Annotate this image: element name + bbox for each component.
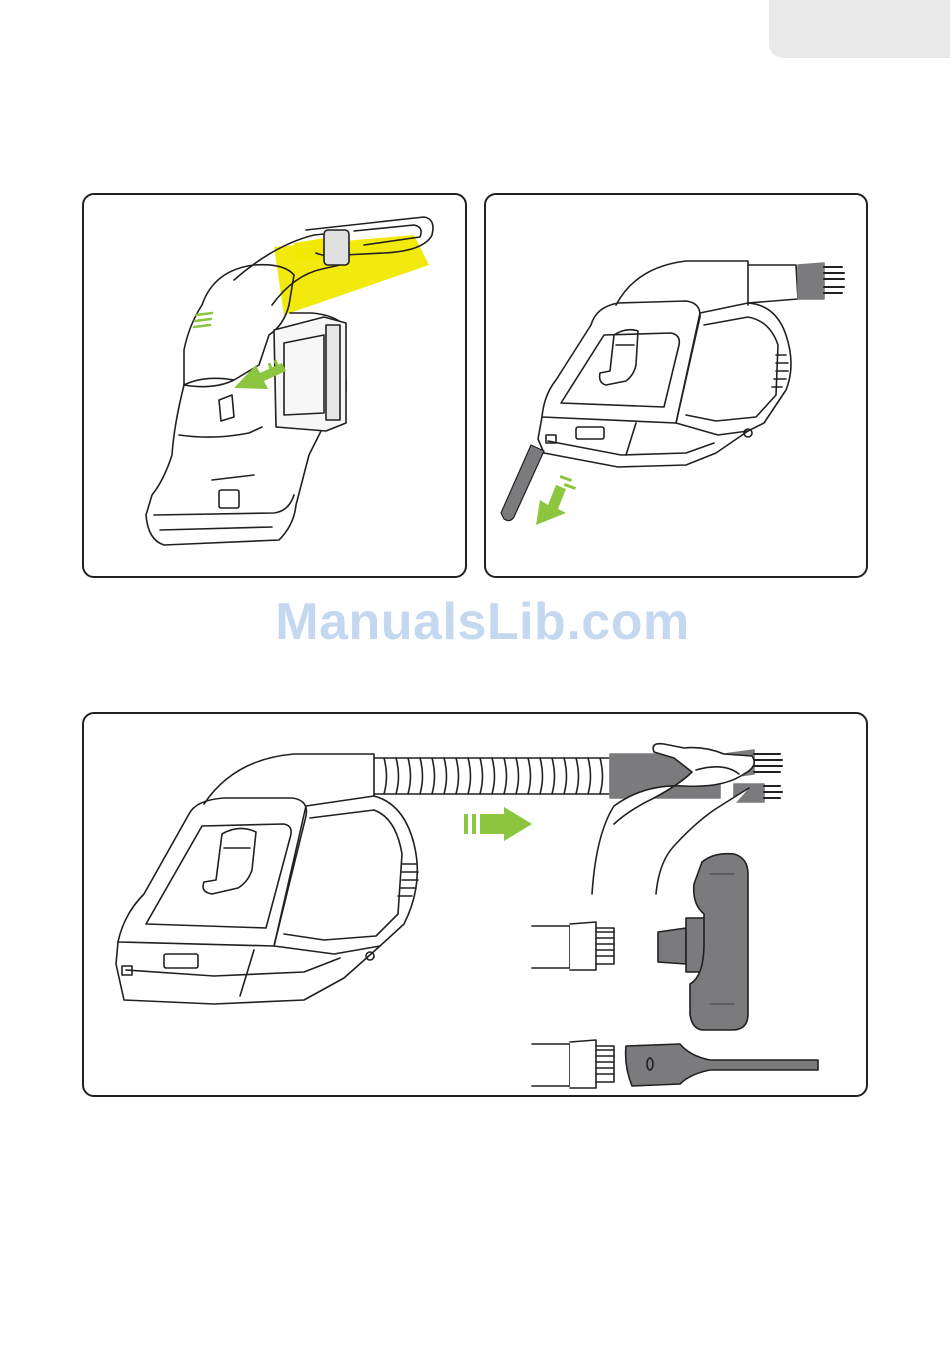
figure-panel-3	[82, 712, 868, 1097]
figure-panel-2	[484, 193, 868, 578]
green-arrow-icon	[536, 475, 576, 525]
handheld-vacuum-icon	[84, 195, 467, 578]
handheld-vacuum-icon	[486, 195, 868, 578]
handheld-vacuum-icon	[84, 714, 868, 1097]
brush-nozzle-icon	[798, 263, 844, 299]
figure-panel-1	[82, 193, 467, 578]
flexible-hose-icon	[374, 758, 609, 794]
watermark: ManualsLib.com	[0, 592, 950, 652]
upholstery-nozzle-icon	[658, 854, 748, 1030]
crevice-tool-icon	[501, 445, 544, 521]
crevice-tool-icon	[626, 1044, 818, 1086]
page-tab	[769, 0, 950, 58]
green-arrow-icon	[464, 807, 532, 841]
